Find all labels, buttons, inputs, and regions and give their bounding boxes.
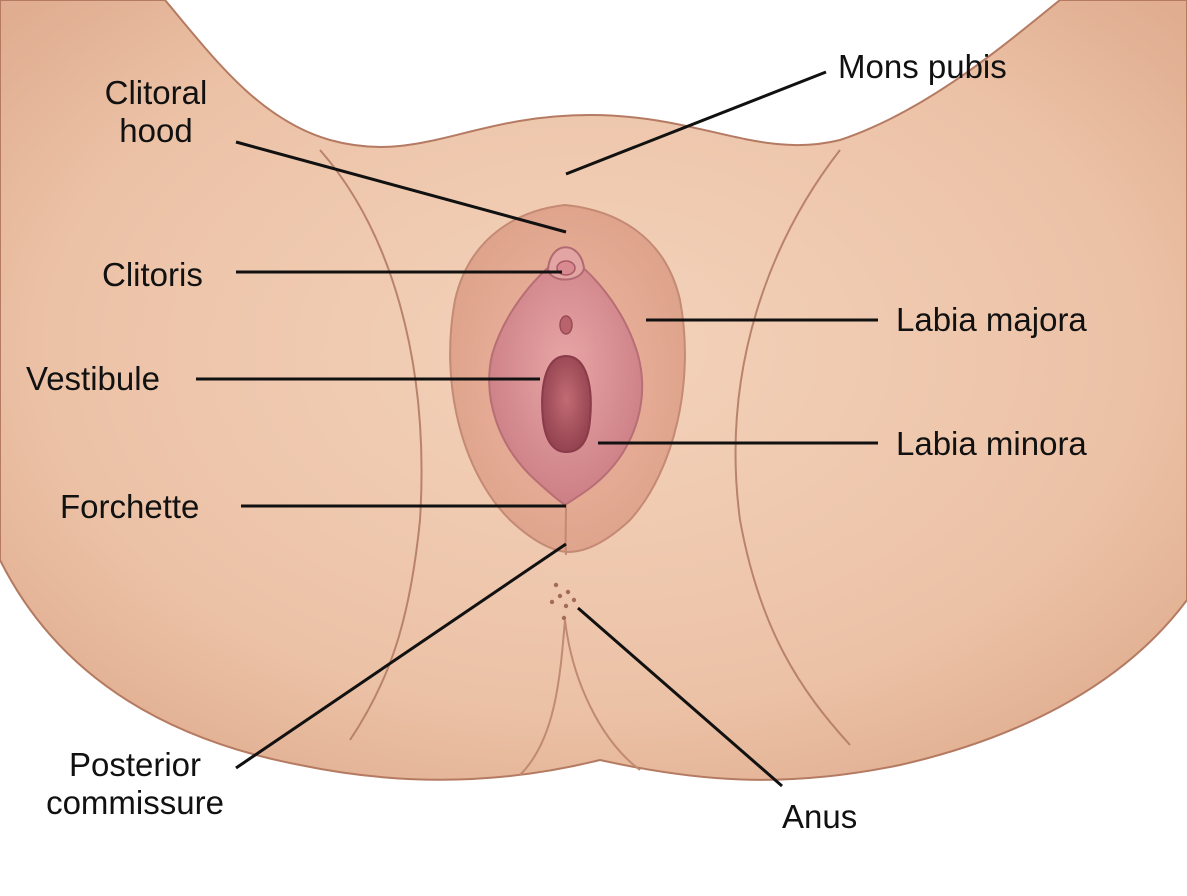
left-thigh-crease [319, 149, 423, 741]
leader-clitoral-hood [235, 140, 567, 234]
label-clitoral-hood-line-1: Clitoral [104, 74, 208, 111]
label-clitoris: Clitoris [102, 256, 203, 293]
label-posterior-commissure: Posterior commissure [30, 746, 240, 822]
label-vestibule: Vestibule [26, 360, 160, 397]
leader-lines [196, 70, 878, 788]
leader-anus [577, 606, 783, 788]
label-forchette: Forchette [60, 488, 200, 525]
label-posterior-commissure-line-2: commissure [46, 784, 224, 821]
right-thigh-crease [734, 149, 851, 746]
label-labia-majora: Labia majora [896, 301, 1087, 338]
leader-posterior-commissure [235, 542, 567, 770]
label-mons-pubis: Mons pubis [838, 48, 1007, 85]
leader-mons-pubis [565, 70, 827, 176]
label-anus: Anus [782, 798, 858, 835]
anus-marker [549, 582, 577, 621]
urethral-opening [559, 315, 573, 335]
label-clitoral-hood: Clitoral hood [76, 74, 236, 150]
gluteal-cleft [519, 619, 641, 776]
label-posterior-commissure-line-1: Posterior [68, 746, 202, 783]
vaginal-opening [541, 354, 592, 454]
label-clitoral-hood-line-2: hood [119, 112, 193, 149]
label-labia-minora: Labia minora [896, 425, 1087, 462]
